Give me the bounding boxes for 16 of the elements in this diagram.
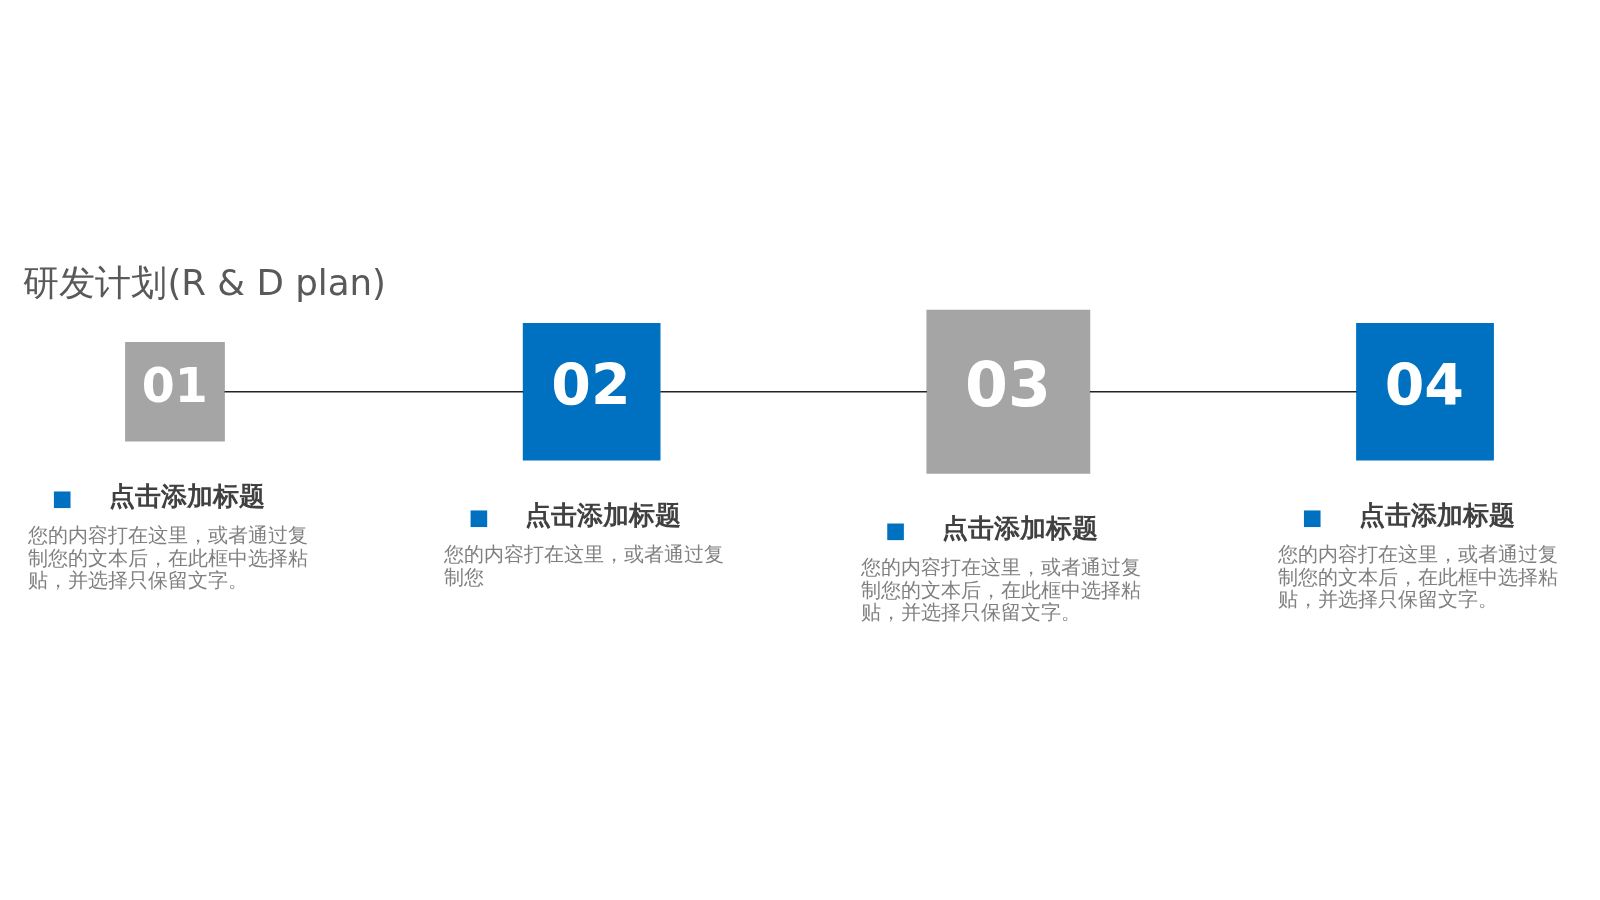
node-box: 03 (926, 309, 1091, 474)
diagram-title: 研发计划(R & D plan) (23, 261, 386, 303)
node-label: 您的内容打在这里，或者通过复制您的文本后，在此框中选择粘贴，并选择只保留文字。 (27, 522, 308, 592)
node-label: 点击添加标题 (941, 512, 1098, 543)
connector (223, 390, 525, 393)
node-label: 您的内容打在这里，或者通过复制您 (444, 541, 725, 589)
connector (1089, 390, 1358, 393)
node-box: 02 (522, 322, 661, 461)
node-label: 点击添加标题 (1358, 499, 1515, 530)
node-box: 04 (1356, 322, 1494, 461)
node-label: 点击添加标题 (108, 480, 265, 511)
node-label: 您的内容打在这里，或者通过复制您的文本后，在此框中选择粘贴，并选择只保留文字。 (1277, 541, 1558, 611)
node-label: 您的内容打在这里，或者通过复制您的文本后，在此框中选择粘贴，并选择只保留文字。 (861, 554, 1142, 624)
node-box: 01 (125, 341, 225, 442)
connector (659, 390, 928, 393)
node-label: 点击添加标题 (525, 499, 682, 530)
